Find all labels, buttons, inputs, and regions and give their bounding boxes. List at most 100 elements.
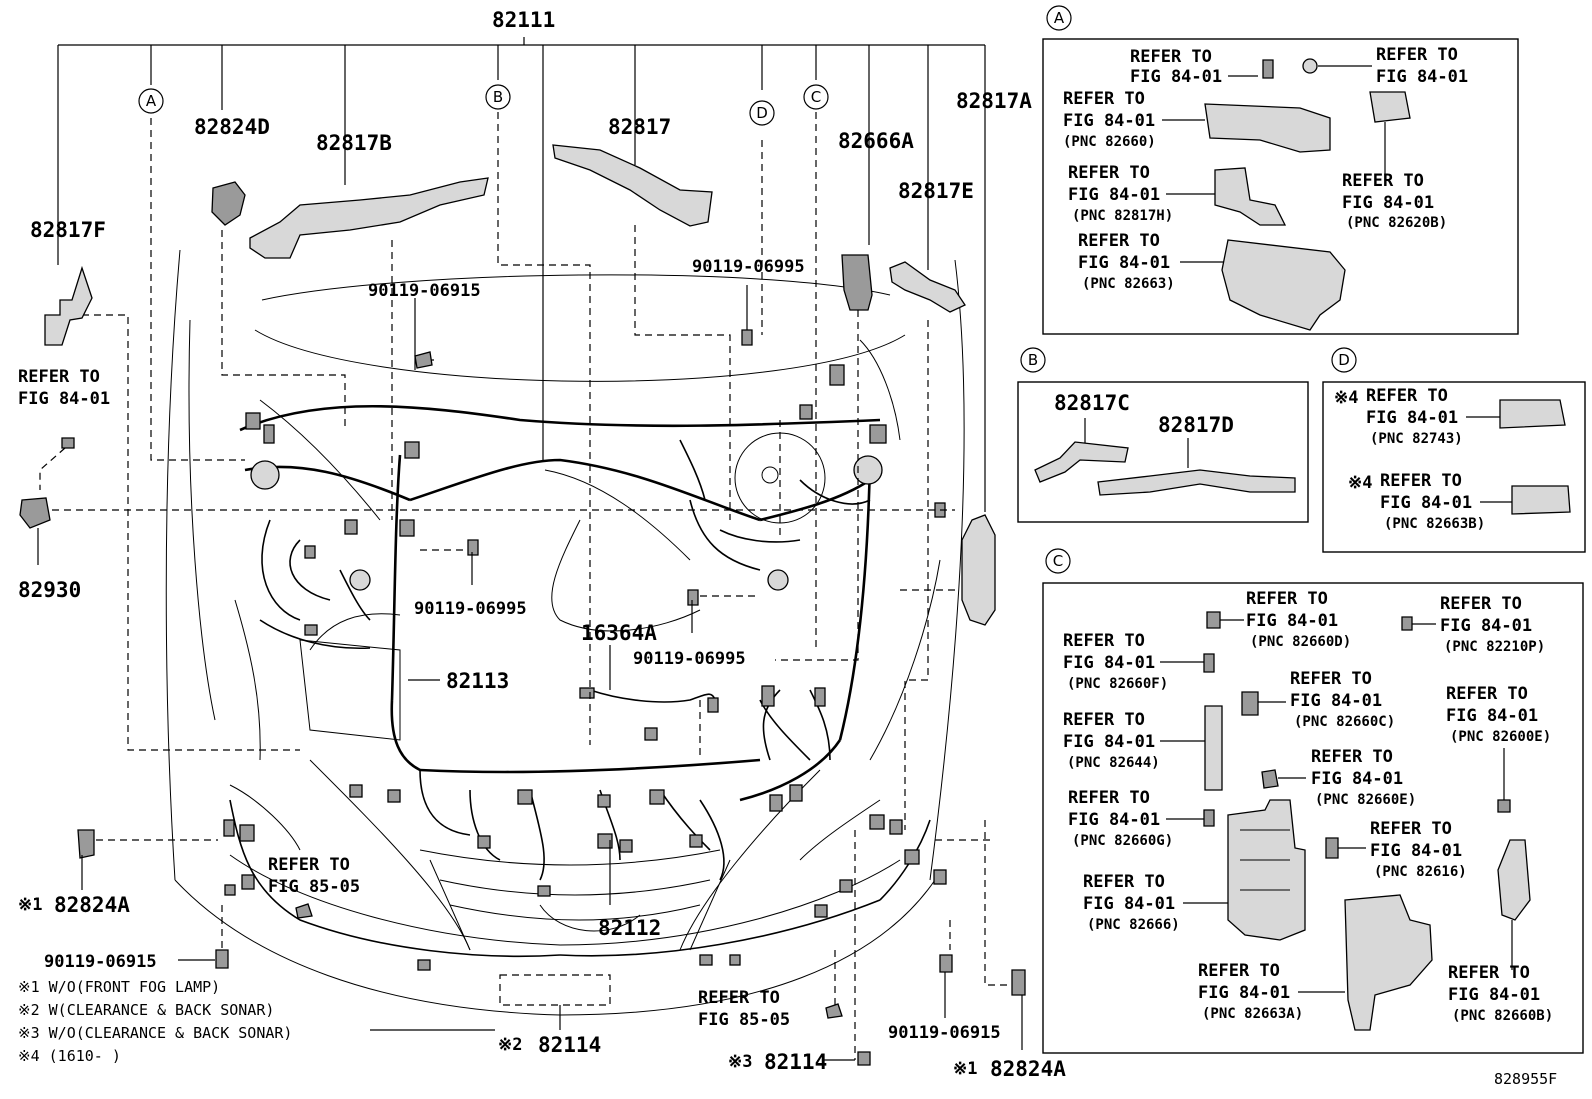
label-90119-06995-mid: 90119-06995 (414, 599, 527, 619)
fog-lamp-82824A-shapes (77, 829, 1026, 996)
inset-d: D ※4 REFER TO FIG 84-01 (PNC 82743) ※4 R… (1322, 347, 1586, 553)
inset-c-fig-82616: FIG 84-01 (1370, 841, 1462, 861)
inset-c-fig-82644: FIG 84-01 (1063, 732, 1155, 752)
inset-a-ref-1: REFER TO (1130, 47, 1212, 67)
inset-a-pnc-82620B: (PNC 82620B) (1346, 215, 1447, 231)
inset-d-mark-1: ※4 (1334, 388, 1358, 408)
label-82666A: 82666A (838, 129, 914, 153)
bolts (61, 329, 953, 1066)
label-refer-82930: REFER TO (18, 367, 100, 387)
label-82817D: 82817D (1158, 413, 1234, 437)
inset-c-fig-82666: FIG 84-01 (1083, 894, 1175, 914)
label-82111: 82111 (492, 8, 555, 32)
inset-b: B 82817C 82817D (1017, 347, 1309, 523)
callout-c-main: C (811, 88, 821, 106)
marker-3: ※3 (728, 1052, 752, 1072)
clips-85-05 (295, 903, 843, 1019)
inset-c-fig-82660G: FIG 84-01 (1068, 810, 1160, 830)
inset-d-mark-2: ※4 (1348, 473, 1372, 493)
callout-b-main: B (493, 88, 503, 106)
inset-c-fig-82660C: FIG 84-01 (1290, 691, 1382, 711)
inset-c-pnc-82616: (PNC 82616) (1374, 864, 1467, 880)
inset-a-ref-3: REFER TO (1063, 89, 1145, 109)
inset-c-fig-82660F: FIG 84-01 (1063, 653, 1155, 673)
sensor-82930-shape (19, 497, 51, 529)
protector-82817B-shape (249, 177, 489, 259)
inset-a-fig-1: FIG 84-01 (1130, 67, 1222, 87)
inset-a-fig-4: FIG 84-01 (1068, 185, 1160, 205)
label-pointer-lines (37, 285, 1023, 1061)
inset-c-pnc-82210P: (PNC 82210P) (1444, 639, 1545, 655)
note-4: ※4 (1610- ) (18, 1047, 121, 1065)
inset-a-ref-6: REFER TO (1078, 231, 1160, 251)
callout-a-inset: A (1054, 9, 1065, 27)
inset-d-fig-1: FIG 84-01 (1366, 408, 1458, 428)
callout-b-inset: B (1028, 351, 1038, 369)
inset-c-fig-82210P: FIG 84-01 (1440, 616, 1532, 636)
protector-82817A-shape (961, 514, 996, 626)
inset-a-ref-2: REFER TO (1376, 45, 1458, 65)
inset-a-fig-6: FIG 84-01 (1078, 253, 1170, 273)
diagram-code: 828955F (1494, 1070, 1557, 1088)
harness-bracket-lines (57, 37, 986, 505)
label-90119-06995-low: 90119-06995 (633, 649, 746, 669)
callout-d-inset: D (1338, 351, 1350, 369)
label-82113: 82113 (446, 669, 509, 693)
inset-c-ref-82660F: REFER TO (1063, 631, 1145, 651)
protector-82817E-shape (889, 261, 966, 313)
label-82112: 82112 (598, 916, 661, 940)
label-82824A-right: 82824A (990, 1057, 1066, 1081)
inset-c-fig-82663A: FIG 84-01 (1198, 983, 1290, 1003)
inset-c-ref-82663A: REFER TO (1198, 961, 1280, 981)
inset-c-ref-82660C: REFER TO (1290, 669, 1372, 689)
inset-c-pnc-82600E: (PNC 82600E) (1450, 729, 1551, 745)
inset-c-ref-82210P: REFER TO (1440, 594, 1522, 614)
inset-a-ref-4: REFER TO (1068, 163, 1150, 183)
inset-c-pnc-82660F: (PNC 82660F) (1067, 676, 1168, 692)
clip-82824D-shape (211, 181, 246, 226)
inset-a-fig-2: FIG 84-01 (1376, 67, 1468, 87)
inset-c: C REFER TO FIG 84-01 (PNC 82660D) REFER … (1042, 548, 1584, 1054)
inset-c-pnc-82663A: (PNC 82663A) (1202, 1006, 1303, 1022)
label-82817C: 82817C (1054, 391, 1130, 415)
label-90119-06915-left: 90119-06915 (44, 952, 157, 972)
label-82114-b: 82114 (764, 1050, 827, 1074)
callout-c-inset: C (1053, 552, 1063, 570)
inset-c-pnc-82660B: (PNC 82660B) (1452, 1008, 1553, 1024)
callout-circles-main: A B D C (138, 84, 829, 126)
inset-d-pnc-82663B: (PNC 82663B) (1384, 516, 1485, 532)
inset-a-ref-5: REFER TO (1342, 171, 1424, 191)
inset-c-fig-82600E: FIG 84-01 (1446, 706, 1538, 726)
callout-a-main: A (146, 92, 157, 110)
note-1: ※1 W/O(FRONT FOG LAMP) (18, 978, 220, 996)
note-2: ※2 W(CLEARANCE & BACK SONAR) (18, 1001, 274, 1019)
label-90119-06915-right: 90119-06915 (888, 1023, 1001, 1043)
leader-lines (39, 112, 1015, 1060)
inset-c-ref-82660D: REFER TO (1246, 589, 1328, 609)
protector-82817-shape (552, 144, 713, 227)
inset-c-ref-82600E: REFER TO (1446, 684, 1528, 704)
inset-c-fig-82660D: FIG 84-01 (1246, 611, 1338, 631)
marker-2: ※2 (498, 1035, 522, 1055)
note-3: ※3 W/O(CLEARANCE & BACK SONAR) (18, 1024, 292, 1042)
inset-a-pnc-82817H: (PNC 82817H) (1072, 208, 1173, 224)
label-refer-85-left: REFER TO (268, 855, 350, 875)
inset-c-fig-82660B: FIG 84-01 (1448, 985, 1540, 1005)
label-82824D: 82824D (194, 115, 270, 139)
label-82114-a: 82114 (538, 1033, 601, 1057)
inset-a-pnc-82663: (PNC 82663) (1082, 276, 1175, 292)
label-82817A: 82817A (956, 89, 1032, 113)
inset-a-pnc-82660: (PNC 82660) (1063, 134, 1156, 150)
label-82817: 82817 (608, 115, 671, 139)
label-fig-85-right: FIG 85-05 (698, 1010, 790, 1030)
inset-c-ref-82660B: REFER TO (1448, 963, 1530, 983)
inset-d-pnc-82743: (PNC 82743) (1370, 431, 1463, 447)
label-82817B: 82817B (316, 131, 392, 155)
marker-1-right: ※1 (953, 1059, 977, 1079)
label-16364A: 16364A (581, 621, 657, 645)
inset-c-ref-82644: REFER TO (1063, 710, 1145, 730)
label-refer-85-right: REFER TO (698, 988, 780, 1008)
label-82817E: 82817E (898, 179, 974, 203)
inset-a-fig-3: FIG 84-01 (1063, 111, 1155, 131)
